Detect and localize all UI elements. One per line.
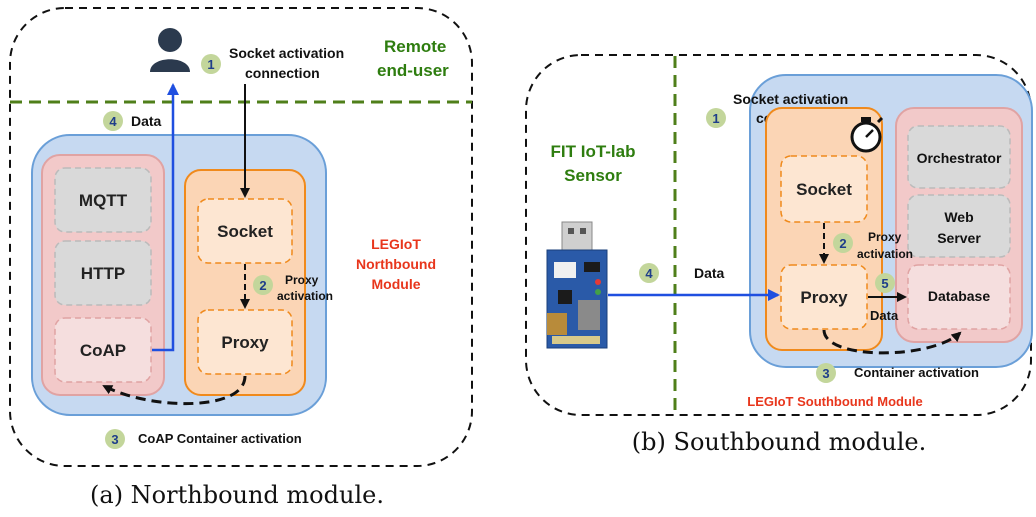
mqtt-box [54,167,152,233]
web-server-box [907,194,1011,258]
south-proxy-box [780,264,868,330]
iot-sensor-board-icon [546,221,608,349]
south-socket-activation-line1: Socket activation [733,91,848,107]
south-step5-badge [875,273,895,293]
north-step3-number: 3 [111,432,118,447]
south-step1-badge [706,108,726,128]
orchestrator-label: Orchestrator [917,150,1002,166]
north-step4-number: 4 [109,114,117,129]
north-proxy-activation-line1: Proxy [285,273,319,287]
north-data-label: Data [131,113,162,129]
north-step4-badge [103,111,123,131]
south-socket-label: Socket [796,180,852,199]
north-module-line1: LEGIoT [371,236,421,252]
south-step3-badge [816,363,836,383]
coap-box [54,317,152,383]
north-proxy-box [197,309,293,375]
south-module-label: LEGIoT Southbound Module [747,394,922,409]
coap-label: CoAP [80,341,126,360]
north-step2-number: 2 [259,278,266,293]
database-box [907,264,1011,330]
orchestrator-box [907,125,1011,189]
remote-end-user-line2: end-user [377,61,449,80]
north-module-line3: Module [372,276,421,292]
remote-end-user-line1: Remote [384,37,446,56]
north-step1-badge [201,54,221,74]
south-step2-badge [833,233,853,253]
south-db-data-label: Data [870,308,899,323]
south-container-activation-arrow [822,329,962,355]
north-proxy-activation-line2: activation [277,289,333,303]
south-step3-number: 3 [822,366,829,381]
north-socket-activation-line2: connection [245,65,320,81]
north-socket-label: Socket [217,222,273,241]
web-server-line2: Server [937,230,981,246]
north-socket-box [197,198,293,264]
south-step1-number: 1 [712,111,719,126]
south-step5-number: 5 [881,276,888,291]
south-caption: (b) Southbound module. [632,428,926,456]
http-box [54,240,152,306]
north-proxy-label: Proxy [221,333,269,352]
southbound-panel: FIT IoT-lab Sensor 1 Socket activation c… [525,54,1033,456]
north-step3-badge [105,429,125,449]
sensor-label-line2: Sensor [564,166,622,185]
sensor-label-line1: FIT IoT-lab [551,142,636,161]
northbound-panel: 1 Socket activation connection Remote en… [9,7,473,509]
south-step4-badge [639,263,659,283]
south-container-activation-label: Container activation [854,365,979,380]
database-label: Database [928,288,990,304]
south-socket-box [780,155,868,223]
south-proxy-activation-line1: Proxy [868,230,902,244]
north-module-line2: Northbound [356,256,436,272]
north-step1-number: 1 [207,57,214,72]
mqtt-label: MQTT [79,191,128,210]
south-proxy-label: Proxy [800,288,848,307]
north-step2-badge [253,275,273,295]
south-proxy-activation-line2: activation [857,247,913,261]
south-step2-number: 2 [839,236,846,251]
north-data-arrow [152,83,179,352]
http-label: HTTP [81,264,125,283]
north-socket-activation-line1: Socket activation [229,45,344,61]
northbound-outer-dashed-border [9,7,473,467]
north-container-activation-arrow [102,375,247,405]
south-step4-number: 4 [645,266,653,281]
web-server-line1: Web [944,209,973,225]
user-icon [150,28,190,72]
north-container-activation-label: CoAP Container activation [138,431,302,446]
stopwatch-icon [850,116,884,153]
south-data-label: Data [694,265,725,281]
north-caption: (a) Northbound module. [90,481,384,509]
